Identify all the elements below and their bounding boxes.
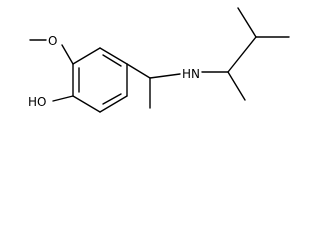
molecule-drawing: O HO HN [28,7,290,113]
ring-bond-c2-c3 [99,47,128,65]
bond-c1-o [61,44,74,65]
atom-label-oxygen: O [48,34,57,48]
bond-c6-oh [52,95,74,102]
ring-double-bond-1 [102,54,122,67]
atom-label-hydroxyl: HO [28,95,46,109]
bond-ch2-methyl [227,71,246,101]
bond-ch-n [149,73,181,79]
ring-double-bond-2 [102,93,122,105]
bond-ch3-methyl-a [237,7,257,38]
ring-bond-c5-c6 [72,95,101,113]
bond-ch2-ch3 [227,36,257,73]
bond-c3-ch [126,63,151,79]
atom-label-amine: HN [182,67,200,81]
ring-bond-c1-c2 [72,47,101,65]
molecule-canvas: O HO HN [28,7,290,113]
ring-bond-c4-c5 [99,95,128,113]
